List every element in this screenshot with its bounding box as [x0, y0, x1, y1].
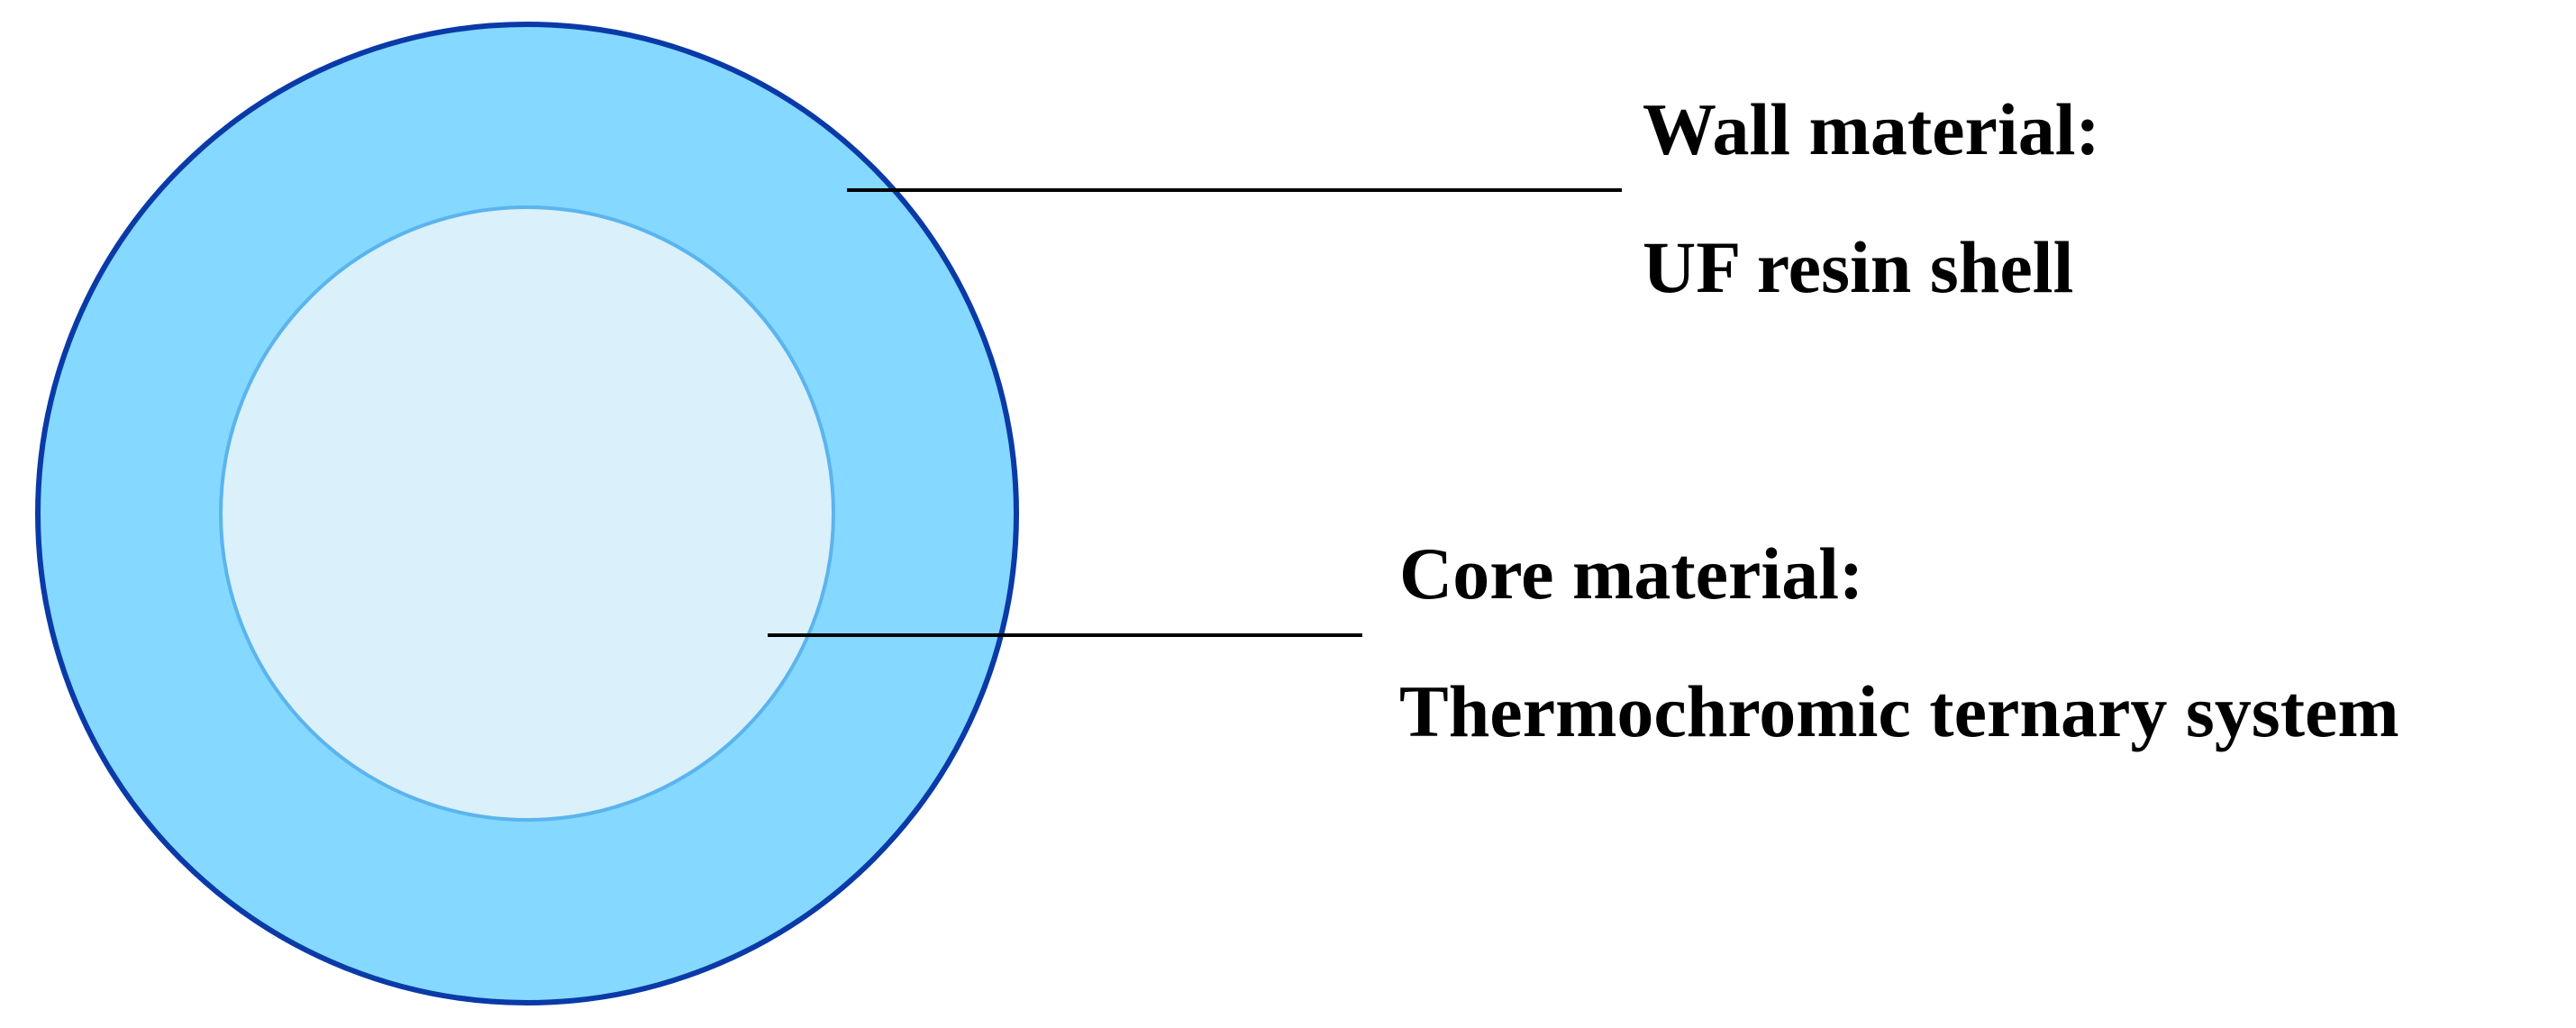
core-circle — [219, 205, 835, 822]
core-material-title: Core material: — [1399, 532, 1864, 614]
core-material-description: Thermochromic ternary system — [1399, 670, 2399, 752]
wall-material-description: UF resin shell — [1643, 226, 2074, 308]
wall-material-title: Wall material: — [1643, 88, 2100, 170]
